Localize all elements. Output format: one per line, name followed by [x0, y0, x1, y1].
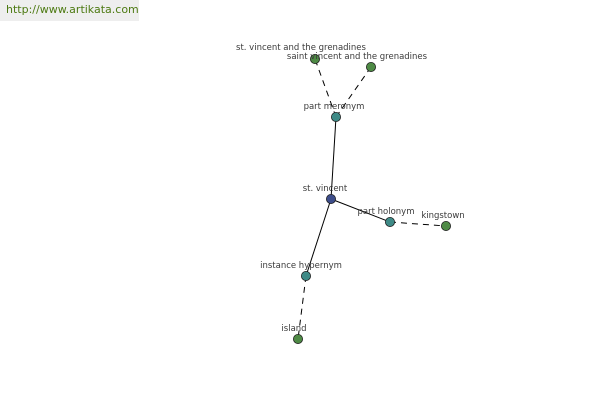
node-label-saint-vincent-and-the-grenadines[interactable]: saint vincent and the grenadines [287, 52, 428, 62]
labels-layer: st. vincent part meronym part holonym insta… [236, 43, 465, 334]
edges-layer [297, 58, 447, 340]
node-label-st-vincent-and-the-grenadines[interactable]: st. vincent and the grenadines [236, 43, 367, 53]
edge-part-holonym-to-kingstown [389, 221, 447, 227]
node-label-st-vincent[interactable]: st. vincent [303, 184, 348, 194]
node-saint-vincent-and-the-grenadines[interactable] [365, 62, 376, 73]
node-island[interactable] [292, 333, 303, 344]
node-part-meronym[interactable] [330, 112, 341, 123]
node-instance-hypernym[interactable] [300, 270, 311, 281]
node-label-island[interactable]: island [281, 324, 306, 334]
node-st-vincent[interactable] [325, 193, 336, 204]
node-kingstown[interactable] [440, 220, 451, 231]
node-label-kingstown[interactable]: kingstown [421, 211, 464, 221]
nodes-layer [292, 54, 451, 344]
header-bar: http://www.artikata.com [0, 0, 139, 21]
node-label-instance-hypernym[interactable]: instance hypernym [260, 261, 342, 271]
node-st-vincent-and-the-grenadines[interactable] [309, 54, 320, 65]
node-label-part-holonym[interactable]: part holonym [358, 207, 415, 217]
node-label-part-meronym[interactable]: part meronym [304, 102, 365, 112]
node-part-holonym[interactable] [384, 216, 395, 227]
site-url-link[interactable]: http://www.artikata.com [6, 3, 139, 16]
edge-st-vincent-to-instance-hypernym [305, 198, 332, 277]
edge-st-vincent-to-part-meronym [330, 116, 337, 200]
edge-st-vincent-to-part-holonym [330, 198, 391, 223]
